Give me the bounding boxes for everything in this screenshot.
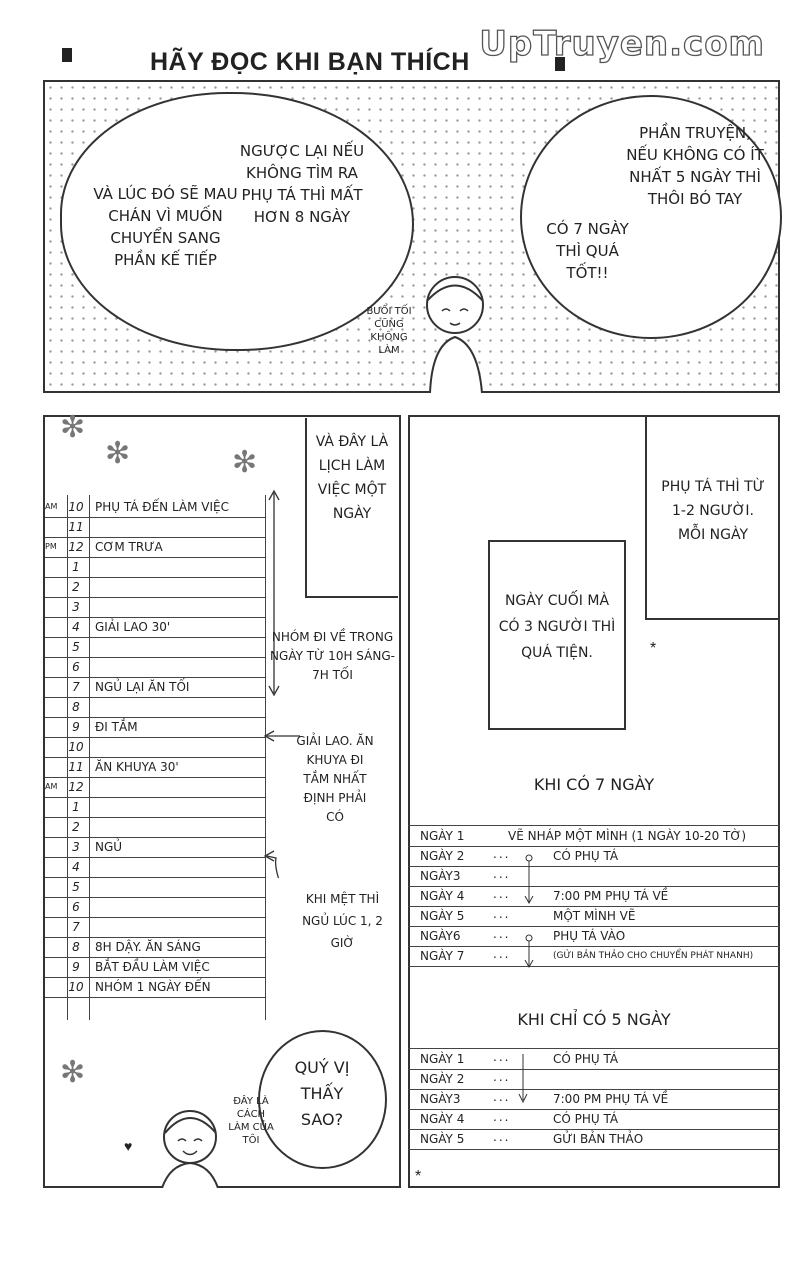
bubble-text: NGƯỢC LẠI NẾU KHÔNG TÌM RA PHỤ TÁ THÌ MẤ… xyxy=(239,142,365,226)
schedule-row: 1 xyxy=(45,557,265,578)
schedule-row: 2 xyxy=(45,817,265,838)
schedule-row: 6 xyxy=(45,657,265,678)
timeline-arrows xyxy=(263,489,300,878)
plan-row: NGÀY 2...CÓ PHỤ TÁ xyxy=(408,846,780,867)
speech-bubble-ask xyxy=(258,1030,387,1169)
section-heading-five: KHI CHỈ CÓ 5 NGÀY xyxy=(517,1010,671,1029)
asterisk-icon: * xyxy=(650,640,657,657)
sparkle-icon: ✻ xyxy=(60,1056,86,1089)
sparkle-icon: ✻ xyxy=(60,411,86,444)
last-day-box-text: NGÀY CUỐI MÀ CÓ 3 NGƯỜI THÌ QUÁ TIỆN. xyxy=(498,593,616,661)
assist-box-text: PHỤ TÁ THÌ TỪ 1-2 NGƯỜI. MỖI NGÀY xyxy=(661,479,765,543)
plan-row: NGÀY 7...(GỬI BẢN THẢO CHO CHUYỂN PHÁT N… xyxy=(408,946,780,967)
heart-icon: ♥ xyxy=(124,1138,133,1154)
plan-row: NGÀY 1...CÓ PHỤ TÁ xyxy=(408,1049,780,1070)
corner-mark-icon xyxy=(555,57,565,71)
aside-text: BUỔI TỐI CŨNG KHÔNG LÀM xyxy=(366,306,412,356)
sparkle-icon: ✻ xyxy=(232,446,258,479)
plan-arrows xyxy=(518,1054,528,1104)
last-day-box xyxy=(488,540,626,730)
plan-row: NGÀY6...PHỤ TÁ VÀO xyxy=(408,926,780,947)
section-heading-seven: KHI CÓ 7 NGÀY xyxy=(533,775,655,794)
plan-row: NGÀY 4...CÓ PHỤ TÁ xyxy=(408,1109,780,1130)
schedule-row: 6 xyxy=(45,897,265,918)
page-title: HÃY ĐỌC KHI BẠN THÍCH xyxy=(150,48,470,76)
plan-row: NGÀY 4...7:00 PM PHỤ TÁ VỀ xyxy=(408,886,780,907)
asterisk-icon: * xyxy=(415,1168,422,1185)
assist-box xyxy=(645,417,778,620)
schedule-row: 5 xyxy=(45,877,265,898)
schedule-row: 11 xyxy=(45,517,265,538)
note-breaks: GIẢI LAO. ĂN KHUYA ĐI TẮM NHẤT ĐỊNH PHẢI… xyxy=(296,734,374,824)
schedule-row: 5 xyxy=(45,637,265,658)
schedule-row: 8 xyxy=(45,697,265,718)
plan-row: NGÀY3... xyxy=(408,866,780,887)
bubble-text: CÓ 7 NGÀY THÌ QUÁ TỐT!! xyxy=(546,220,629,282)
schedule-panel xyxy=(43,415,401,1188)
schedule-heading: VÀ ĐÂY LÀ LỊCH LÀM VIỆC MỘT NGÀY xyxy=(315,434,389,522)
speech-bubble-left xyxy=(60,92,414,351)
schedule-heading-box xyxy=(305,418,398,598)
schedule-row: 3 xyxy=(45,597,265,618)
plan-row: NGÀY 5...GỬI BẢN THẢO xyxy=(408,1129,780,1150)
plan-row: NGÀY3...7:00 PM PHỤ TÁ VỀ xyxy=(408,1089,780,1110)
table-top xyxy=(408,825,780,826)
sparkle-icon: ✻ xyxy=(105,437,131,470)
schedule-row: 1 xyxy=(45,797,265,818)
table-divider xyxy=(265,495,266,1020)
note-team-hours: NHÓM ĐI VỀ TRONG NGÀY TỪ 10H SÁNG-7H TỐI xyxy=(270,630,395,682)
bubble-text: PHẦN TRUYỆN, NẾU KHÔNG CÓ ÍT NHẤT 5 NGÀY… xyxy=(626,124,764,208)
schedule-row: 7 xyxy=(45,917,265,938)
note-sleep: KHI MỆT THÌ NGỦ LÚC 1, 2 GIỜ xyxy=(302,892,383,950)
plan-row: NGÀY 2... xyxy=(408,1069,780,1090)
schedule-row: 2 xyxy=(45,577,265,598)
character-illustration xyxy=(426,276,484,393)
schedule-row: 4 xyxy=(45,857,265,878)
bubble-text: VÀ LÚC ĐÓ SẼ MAU CHÁN VÌ MUỐN CHUYỂN SAN… xyxy=(93,185,238,269)
plan-arrows xyxy=(524,854,534,969)
watermark: UpTruyen.com xyxy=(479,23,765,64)
plan-row: NGÀY 5...MỘT MÌNH VẼ xyxy=(408,906,780,927)
schedule-row: 10 xyxy=(45,737,265,758)
aside-text: ĐÂY LÀ CÁCH LÀM CỦA TÔI xyxy=(228,1096,274,1146)
corner-mark-icon xyxy=(62,48,72,62)
table-top xyxy=(408,1048,780,1049)
character-illustration xyxy=(161,1110,219,1188)
plans-panel xyxy=(408,415,780,1188)
speech-bubble-right xyxy=(520,95,782,339)
bubble-text: QUÝ VỊ THẤY SAO? xyxy=(294,1058,350,1129)
